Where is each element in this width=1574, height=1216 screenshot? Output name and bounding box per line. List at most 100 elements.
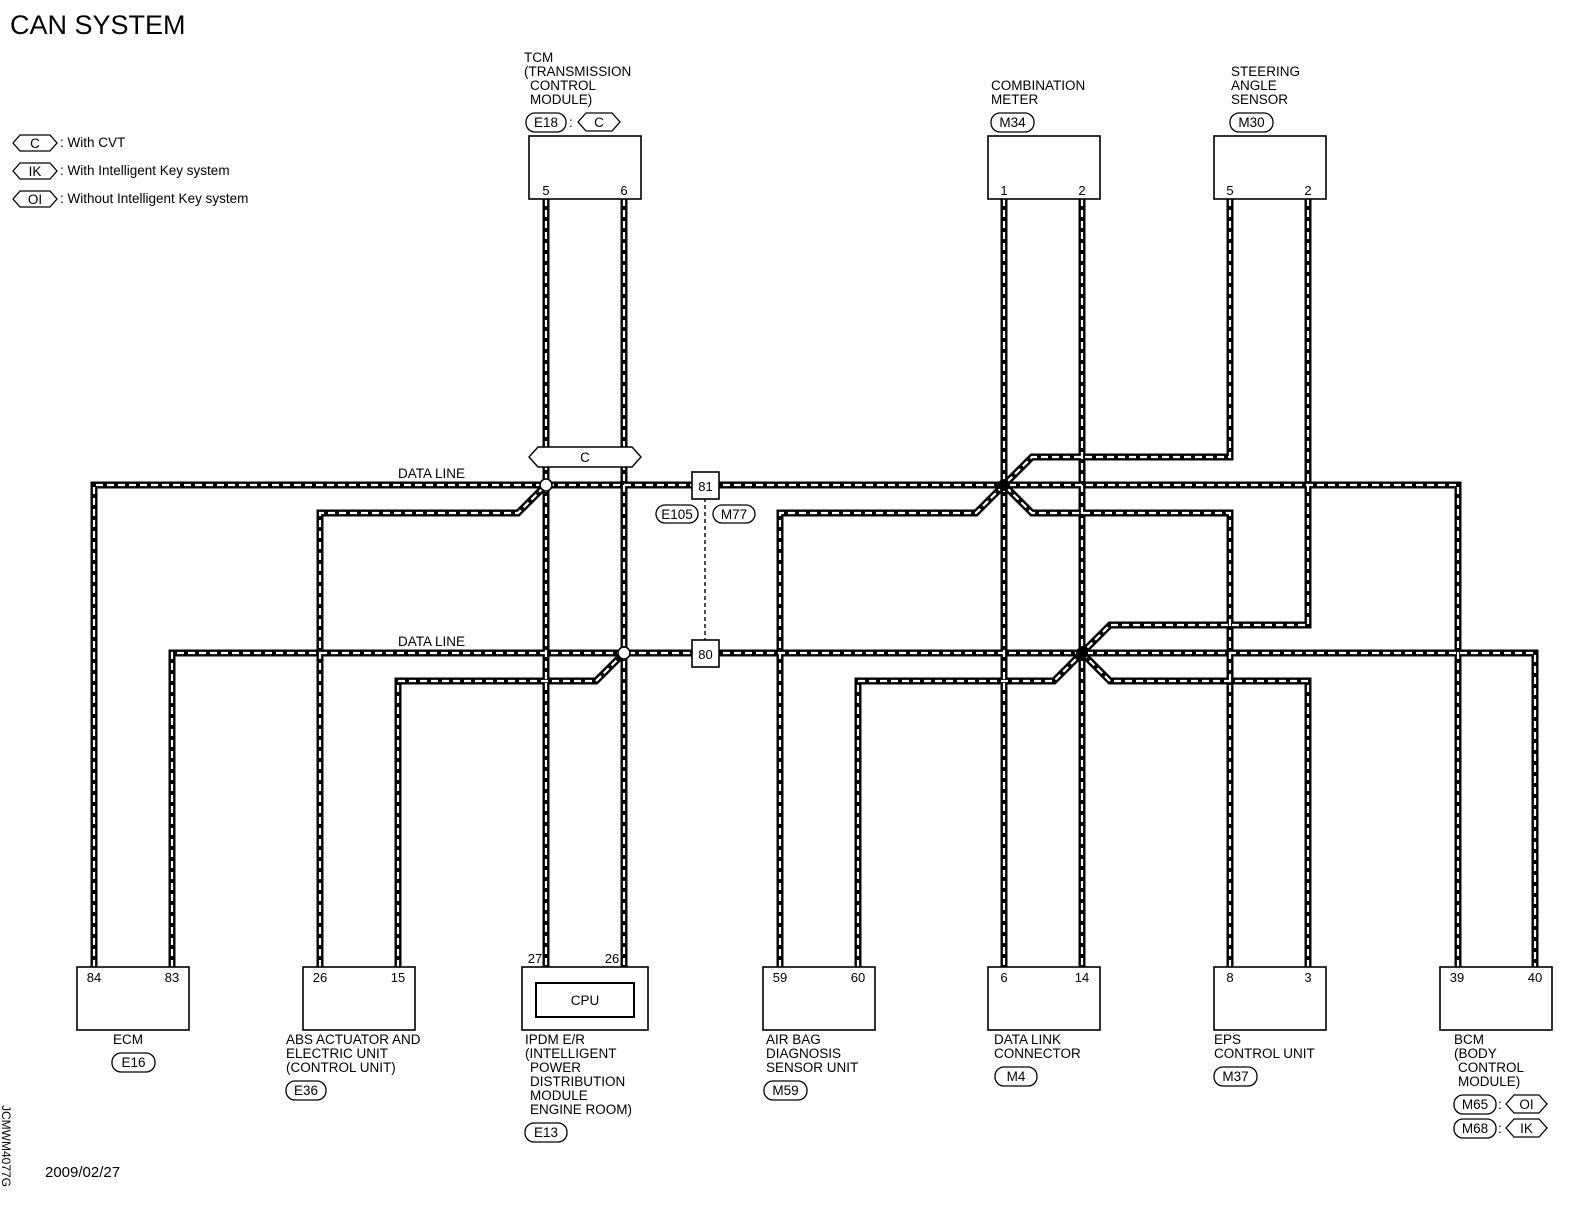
pin-label: 1 (1000, 183, 1007, 198)
joint-connector-name: M77 (721, 507, 747, 522)
svg-text:COMBINATION: COMBINATION (991, 78, 1085, 93)
legend-item-no-intelligent-key: OI : Without Intelligent Key system (12, 190, 248, 208)
legend-item-intelligent-key: IK : With Intelligent Key system (12, 162, 230, 180)
can-wire (712, 649, 1539, 967)
condition-tag: OI (1519, 1097, 1533, 1112)
svg-text:ANGLE: ANGLE (1231, 78, 1277, 93)
svg-text:(CONTROL UNIT): (CONTROL UNIT) (286, 1060, 396, 1075)
svg-text:MODULE): MODULE) (530, 92, 592, 107)
legend-item-cvt: C : With CVT (12, 134, 125, 152)
svg-text:ELECTRIC UNIT: ELECTRIC UNIT (286, 1046, 388, 1061)
pin-label: 2 (1304, 183, 1311, 198)
svg-text:MODULE: MODULE (530, 1088, 588, 1103)
connector-id: E13 (534, 1125, 558, 1140)
can-wire (1079, 650, 1312, 967)
ecm-unit: 84 83 ECM E16 (76, 966, 190, 1073)
can-wire-tracer (318, 484, 547, 967)
svg-text:EPS: EPS (1214, 1032, 1241, 1047)
can-wire-tracer (92, 483, 698, 967)
can-wire-tracer (778, 484, 1005, 967)
can-wires (90, 199, 1539, 967)
svg-text:IK: IK (29, 164, 42, 179)
ipdm-unit: 27 26 CPU IPDM E/R (INTELLIGENT POWER DI… (521, 951, 649, 1143)
condition-tag: IK (1520, 1121, 1533, 1136)
legend-text: : Without Intelligent Key system (60, 191, 248, 206)
bcm-box (1439, 966, 1553, 1031)
can-wire-tracer (1003, 199, 1232, 486)
svg-text:STEERING: STEERING (1231, 64, 1300, 79)
cpu-block (535, 982, 635, 1018)
connector-id: E18 (534, 115, 558, 130)
pin-label: 26 (605, 951, 619, 966)
combination-meter-unit: COMBINATION METER M34 1 2 (987, 78, 1101, 200)
can-wire-tracer (712, 651, 1537, 967)
airbag-unit: 59 60 AIR BAG DIAGNOSIS SENSOR UNIT M59 (762, 966, 876, 1101)
pin-label: 27 (528, 951, 542, 966)
tcm-unit: TCM (TRANSMISSION CONTROL MODULE) E18 : … (524, 50, 642, 200)
pin-label: 84 (87, 970, 101, 985)
can-wire-tracer (396, 652, 625, 967)
legend-text: : With CVT (60, 135, 125, 150)
svg-text:CONTROL UNIT: CONTROL UNIT (1214, 1046, 1315, 1061)
pin-label: 3 (1304, 970, 1311, 985)
svg-text:POWER: POWER (530, 1060, 581, 1075)
legend: C : With CVT IK : With Intelligent Key s… (12, 134, 248, 208)
combination-meter-box (987, 135, 1101, 200)
connector-id: M30 (1238, 115, 1264, 130)
svg-text:BCM: BCM (1454, 1032, 1484, 1047)
pin-label: 14 (1075, 970, 1089, 985)
abs-unit: 26 15 ABS ACTUATOR AND ELECTRIC UNIT (CO… (285, 966, 421, 1101)
svg-text:ABS ACTUATOR AND: ABS ACTUATOR AND (286, 1032, 421, 1047)
pin-label: 59 (773, 970, 787, 985)
connector-id: E16 (121, 1055, 145, 1070)
can-wire (854, 650, 1085, 967)
steering-angle-sensor-box (1213, 135, 1327, 200)
airbag-box (762, 966, 876, 1031)
steering-angle-sensor-unit: STEERING ANGLE SENSOR M30 5 2 (1213, 64, 1327, 200)
svg-text:AIR BAG: AIR BAG (766, 1032, 821, 1047)
can-wire (1001, 482, 1234, 967)
data-link-connector-unit: 6 14 DATA LINK CONNECTOR M4 (987, 966, 1101, 1087)
svg-text::: : (1498, 1097, 1502, 1112)
svg-text:SENSOR: SENSOR (1231, 92, 1288, 107)
figure-code: JCMWM4077G (0, 1105, 13, 1188)
legend-text: : With Intelligent Key system (60, 163, 230, 178)
svg-text:SENSOR UNIT: SENSOR UNIT (766, 1060, 858, 1075)
can-wire-tracer (712, 483, 1460, 967)
svg-text:MODULE): MODULE) (1458, 1074, 1520, 1089)
splice-point (998, 479, 1010, 491)
connector-id: M37 (1222, 1069, 1248, 1084)
can-wire-tracer (856, 652, 1083, 967)
svg-text:(INTELLIGENT: (INTELLIGENT (525, 1046, 617, 1061)
svg-text::: : (569, 115, 573, 130)
diagram-date: 2009/02/27 (45, 1164, 121, 1181)
svg-text:DATA LINK: DATA LINK (994, 1032, 1061, 1047)
svg-text::: : (1498, 1121, 1502, 1136)
pin-label: 60 (851, 970, 865, 985)
pin-label: 6 (620, 183, 627, 198)
can-wire-tracer (170, 651, 698, 967)
splice-point (617, 646, 631, 660)
data-line-label-high: DATA LINE (398, 466, 465, 481)
connector-id: M59 (772, 1083, 798, 1098)
condition-tag: C (594, 115, 604, 130)
can-wire (1079, 199, 1312, 656)
pin-label: 40 (1528, 970, 1542, 985)
svg-text:DIAGNOSIS: DIAGNOSIS (766, 1046, 841, 1061)
pin-label: 83 (165, 970, 179, 985)
pin-label: 2 (1078, 183, 1085, 198)
svg-text:OI: OI (28, 192, 42, 207)
svg-text:ECM: ECM (113, 1032, 143, 1047)
data-line-label-low: DATA LINE (398, 634, 465, 649)
tcm-box (528, 135, 642, 200)
eps-unit: 8 3 EPS CONTROL UNIT M37 (1213, 966, 1327, 1087)
can-wire (168, 649, 698, 967)
can-wire (1001, 199, 1234, 488)
can-wire (316, 482, 549, 967)
can-wire-tracer (1081, 199, 1310, 654)
can-wire-tracer (1003, 484, 1232, 967)
joint-pin-lower: 80 (698, 647, 712, 662)
eps-box (1213, 966, 1327, 1031)
svg-text:(BODY: (BODY (1454, 1046, 1497, 1061)
